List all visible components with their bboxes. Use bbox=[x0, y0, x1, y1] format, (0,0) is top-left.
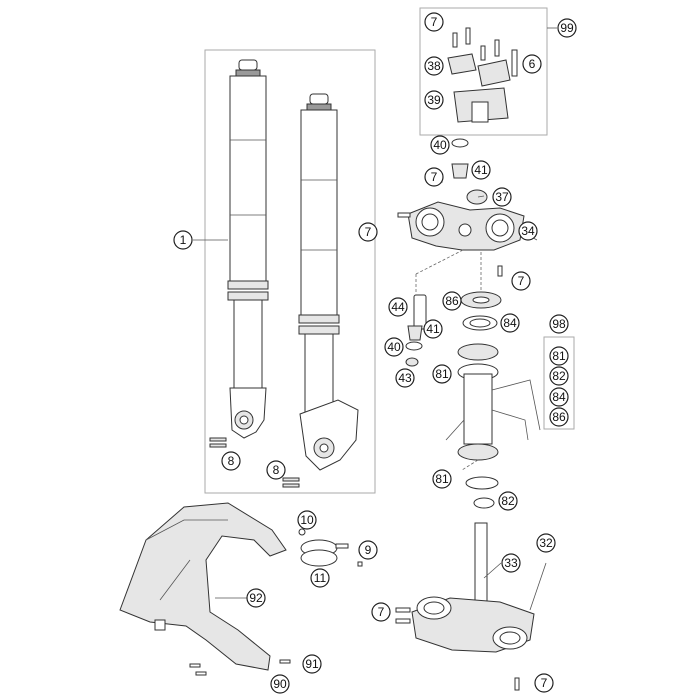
callout-label: 7 bbox=[431, 170, 438, 184]
callout-label: 7 bbox=[365, 225, 372, 239]
callout-1: 1 bbox=[173, 230, 193, 250]
callout-40: 40 bbox=[430, 135, 450, 155]
callout-label: 7 bbox=[541, 676, 548, 690]
callout-98-84: 84 bbox=[549, 387, 569, 407]
callout-label: 11 bbox=[314, 571, 327, 585]
callout-label: 34 bbox=[521, 224, 535, 238]
fork-group-frame bbox=[204, 49, 376, 494]
callout-label: 81 bbox=[435, 367, 449, 381]
callout-7: 7 bbox=[371, 602, 391, 622]
callout-label: 41 bbox=[426, 322, 440, 336]
callout-7: 7 bbox=[511, 271, 531, 291]
callout-11: 11 bbox=[310, 568, 330, 588]
callout-label: 39 bbox=[427, 93, 441, 107]
callout-label: 92 bbox=[249, 591, 263, 605]
callout-7: 7 bbox=[424, 12, 444, 32]
front-fender bbox=[119, 502, 287, 671]
callout-40: 40 bbox=[384, 337, 404, 357]
callout-98: 98 bbox=[549, 314, 569, 334]
callout-10: 10 bbox=[297, 510, 317, 530]
callout-98-81: 81 bbox=[549, 346, 569, 366]
callout-label: 99 bbox=[560, 21, 574, 35]
callout-label: 40 bbox=[433, 138, 447, 152]
callout-label: 84 bbox=[503, 316, 517, 330]
callout-label: 91 bbox=[305, 657, 319, 671]
brake-line-guide bbox=[298, 528, 363, 567]
callout-label: 81 bbox=[552, 349, 566, 363]
callout-label: 32 bbox=[539, 536, 553, 550]
upper-triple-clamp bbox=[397, 201, 525, 277]
callout-label: 44 bbox=[391, 300, 405, 314]
callout-9: 9 bbox=[358, 540, 378, 560]
lower-triple-clamp bbox=[395, 522, 535, 691]
callout-label: 1 bbox=[180, 233, 187, 247]
callout-label: 37 bbox=[495, 190, 509, 204]
callout-98-82: 82 bbox=[549, 366, 569, 386]
callout-label: 9 bbox=[365, 543, 372, 557]
callout-7: 7 bbox=[358, 222, 378, 242]
callout-label: 98 bbox=[552, 317, 566, 331]
stem-hardware bbox=[405, 294, 427, 367]
callout-label: 40 bbox=[387, 340, 401, 354]
callout-label: 8 bbox=[273, 463, 280, 477]
axle-clamp-bolts bbox=[209, 437, 300, 488]
fork-leg-left bbox=[227, 59, 269, 439]
leader-lines bbox=[193, 27, 557, 611]
callout-7: 7 bbox=[534, 673, 554, 693]
callout-label: 86 bbox=[445, 294, 459, 308]
callout-6: 6 bbox=[522, 54, 542, 74]
callout-label: 43 bbox=[398, 371, 412, 385]
callout-label: 90 bbox=[273, 677, 287, 691]
callout-34: 34 bbox=[518, 221, 538, 241]
callout-8: 8 bbox=[266, 460, 286, 480]
handlebar-clamp-kit bbox=[447, 27, 518, 123]
callout-90: 90 bbox=[270, 674, 290, 694]
callout-label: 7 bbox=[378, 605, 385, 619]
callout-label: 84 bbox=[552, 390, 566, 404]
callout-7: 7 bbox=[424, 167, 444, 187]
callout-44: 44 bbox=[388, 297, 408, 317]
callout-82: 82 bbox=[498, 491, 518, 511]
callout-label: 7 bbox=[431, 15, 438, 29]
callout-39: 39 bbox=[424, 90, 444, 110]
callout-8: 8 bbox=[221, 451, 241, 471]
callout-label: 33 bbox=[504, 556, 518, 570]
callout-84: 84 bbox=[500, 313, 520, 333]
bearing-kit-frame bbox=[543, 336, 575, 430]
callout-label: 6 bbox=[529, 57, 536, 71]
callout-92: 92 bbox=[246, 588, 266, 608]
fork-leg-right bbox=[298, 93, 359, 471]
callout-86: 86 bbox=[442, 291, 462, 311]
callout-label: 81 bbox=[435, 472, 449, 486]
callout-81: 81 bbox=[432, 469, 452, 489]
frame-head-tube bbox=[445, 373, 541, 445]
callout-38: 38 bbox=[424, 56, 444, 76]
callout-43: 43 bbox=[395, 368, 415, 388]
callout-label: 7 bbox=[518, 274, 525, 288]
callout-33: 33 bbox=[501, 553, 521, 573]
fender-bolts bbox=[189, 659, 291, 676]
callout-label: 86 bbox=[552, 410, 566, 424]
callout-41: 41 bbox=[471, 160, 491, 180]
callout-37: 37 bbox=[492, 187, 512, 207]
callout-label: 8 bbox=[228, 454, 235, 468]
callout-32: 32 bbox=[536, 533, 556, 553]
callout-91: 91 bbox=[302, 654, 322, 674]
callout-label: 82 bbox=[501, 494, 515, 508]
callout-label: 10 bbox=[300, 513, 314, 527]
callout-label: 38 bbox=[427, 59, 441, 73]
callout-label: 41 bbox=[474, 163, 488, 177]
callout-label: 82 bbox=[552, 369, 566, 383]
clamp-kit-frame bbox=[419, 7, 548, 136]
callout-98-86: 86 bbox=[549, 407, 569, 427]
callout-41: 41 bbox=[423, 319, 443, 339]
callout-81: 81 bbox=[432, 364, 452, 384]
callout-99: 99 bbox=[557, 18, 577, 38]
